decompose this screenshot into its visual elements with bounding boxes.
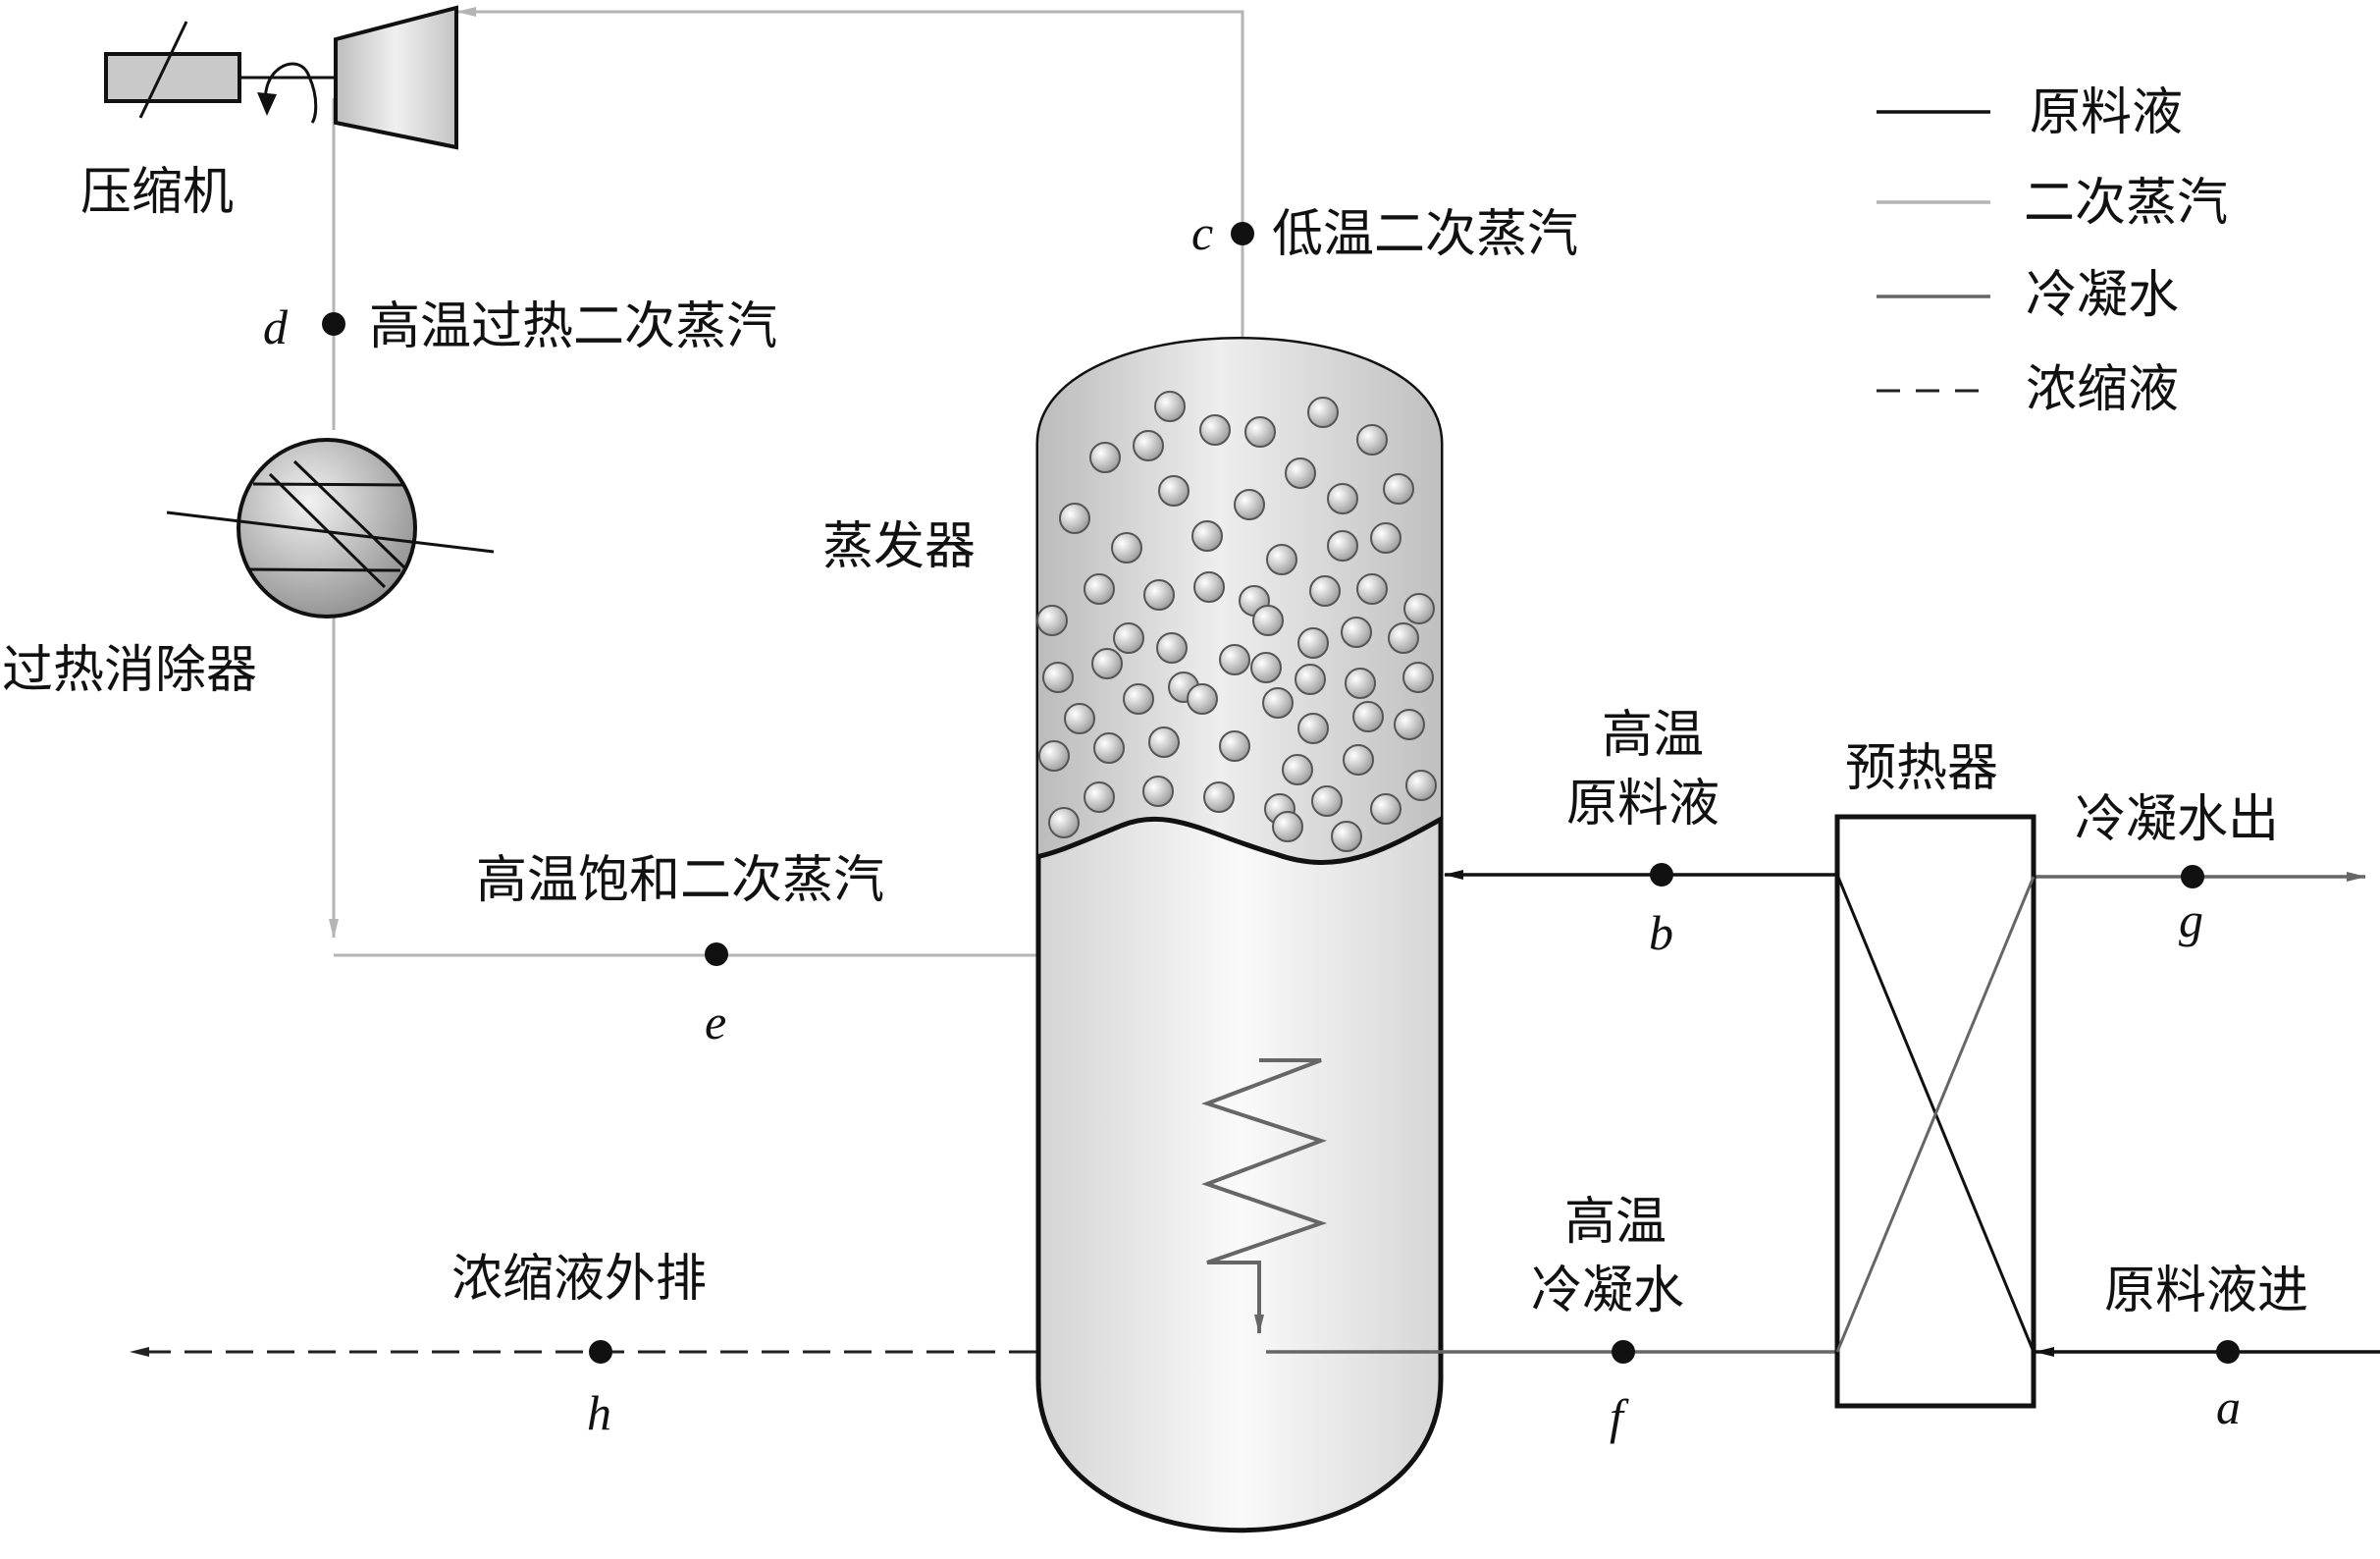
legend-secondary-vapor-label: 二次蒸汽 bbox=[2024, 174, 2228, 233]
point-f-letter: f bbox=[1610, 1389, 1629, 1444]
preheater-label: 预热器 bbox=[1845, 739, 1998, 798]
legend-concentrate-label: 浓缩液 bbox=[2026, 360, 2179, 419]
vapor-bubbles bbox=[1036, 391, 1437, 852]
rotation-arrow-icon bbox=[264, 62, 318, 124]
point-a-dot bbox=[2216, 1340, 2240, 1364]
point-g-letter: g bbox=[2179, 892, 2203, 947]
stream-b-label-line2: 原料液 bbox=[1566, 775, 1719, 833]
point-g-dot bbox=[2181, 865, 2204, 888]
point-a-letter: a bbox=[2216, 1379, 2241, 1434]
point-c-letter: c bbox=[1191, 205, 1213, 260]
point-h-dot bbox=[589, 1340, 612, 1364]
point-h-letter: h bbox=[587, 1385, 611, 1440]
state-points bbox=[322, 222, 2240, 1364]
stream-c-label: 低温二次蒸汽 bbox=[1272, 205, 1578, 264]
point-b-dot bbox=[1650, 863, 1673, 887]
point-c-dot bbox=[1231, 222, 1254, 245]
stream-e-label: 高温饱和二次蒸汽 bbox=[476, 851, 884, 910]
feed-liquid-lines bbox=[1444, 870, 2380, 1357]
point-f-dot bbox=[1612, 1340, 1635, 1364]
point-d-letter: d bbox=[263, 299, 289, 354]
stream-f-label-line2: 冷凝水 bbox=[1531, 1262, 1684, 1320]
stream-g-label: 冷凝水出 bbox=[2075, 790, 2279, 849]
compressor: 压缩机 bbox=[80, 5, 458, 222]
stream-b-label-line1: 高温 bbox=[1602, 706, 1704, 765]
stream-d-label: 高温过热二次蒸汽 bbox=[369, 297, 777, 356]
evaporator: 蒸发器 bbox=[822, 337, 1444, 1533]
point-d-dot bbox=[322, 312, 345, 336]
stream-a-label: 原料液进 bbox=[2104, 1262, 2308, 1320]
desuperheater-label: 过热消除器 bbox=[2, 641, 257, 700]
compressor-label: 压缩机 bbox=[80, 163, 234, 222]
liquid-surface bbox=[1038, 810, 1441, 865]
stream-f-label-line1: 高温 bbox=[1564, 1193, 1666, 1252]
point-e-dot bbox=[705, 942, 728, 966]
stream-h-label: 浓缩液外排 bbox=[451, 1250, 707, 1309]
compressor-body bbox=[334, 5, 458, 150]
point-b-letter: b bbox=[1649, 905, 1673, 960]
heating-coil bbox=[1200, 1058, 1328, 1334]
legend-feed-liquid-label: 原料液 bbox=[2030, 83, 2183, 142]
evaporator-label: 蒸发器 bbox=[822, 517, 976, 576]
legend: 原料液 二次蒸汽 冷凝水 浓缩液 bbox=[1877, 83, 2228, 419]
point-e-letter: e bbox=[705, 995, 726, 1049]
legend-condensate-label: 冷凝水 bbox=[2026, 266, 2179, 325]
compressor-motor bbox=[104, 52, 241, 103]
desuperheater: 过热消除器 bbox=[2, 438, 495, 700]
preheater: 预热器 bbox=[1834, 739, 2036, 1409]
